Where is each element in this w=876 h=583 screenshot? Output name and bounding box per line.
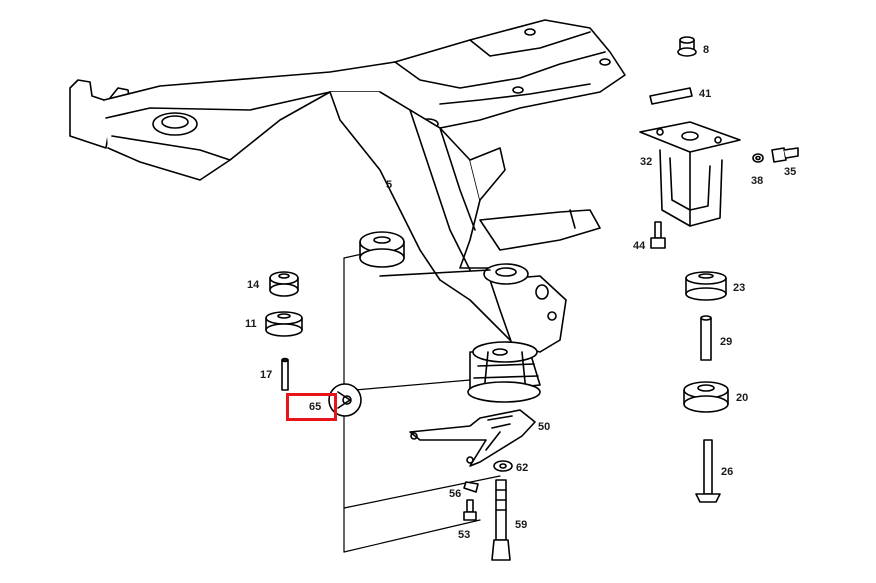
- callout-23[interactable]: 23: [733, 282, 746, 294]
- bolt-part-26[interactable]: [695, 439, 721, 503]
- bracket-part-32[interactable]: [639, 121, 741, 227]
- bolt-part-35[interactable]: [771, 147, 799, 163]
- strip-part-41[interactable]: [649, 87, 693, 105]
- callout-14[interactable]: 14: [247, 279, 260, 291]
- bolt-part-59[interactable]: [491, 479, 511, 561]
- upper-bushing[interactable]: [359, 231, 405, 268]
- callout-29[interactable]: 29: [720, 336, 733, 348]
- subframe-part[interactable]: [69, 19, 626, 353]
- callout-17[interactable]: 17: [260, 369, 273, 381]
- rubber-mount[interactable]: [467, 341, 541, 403]
- callout-5[interactable]: 5: [386, 179, 393, 191]
- bushing-part-14[interactable]: [269, 271, 299, 297]
- bolt-part-53[interactable]: [463, 499, 477, 521]
- clip-part-65[interactable]: [328, 383, 362, 417]
- callout-41[interactable]: 41: [699, 88, 712, 100]
- bolt-part-44[interactable]: [650, 221, 666, 249]
- plate-part-50[interactable]: [409, 409, 536, 467]
- clip-part-56[interactable]: [463, 481, 479, 493]
- callout-35[interactable]: 35: [784, 166, 797, 178]
- cap-part-8[interactable]: [677, 36, 697, 57]
- callout-38[interactable]: 38: [751, 175, 764, 187]
- callout-53[interactable]: 53: [458, 529, 471, 541]
- callout-26[interactable]: 26: [721, 466, 734, 478]
- leader-line-bushing: [379, 269, 491, 277]
- callout-8[interactable]: 8: [703, 44, 710, 56]
- bushing-part-11[interactable]: [265, 311, 303, 337]
- callout-20[interactable]: 20: [736, 392, 749, 404]
- callout-50[interactable]: 50: [538, 421, 551, 433]
- washer-part-38[interactable]: [752, 153, 764, 163]
- callout-59[interactable]: 59: [515, 519, 528, 531]
- sleeve-part-29[interactable]: [700, 315, 712, 361]
- callout-65[interactable]: 65: [309, 401, 322, 413]
- callout-44[interactable]: 44: [633, 240, 646, 252]
- pin-part-17[interactable]: [281, 357, 289, 391]
- bushing-part-20[interactable]: [683, 381, 729, 413]
- assembly-outline: [343, 253, 501, 553]
- bushing-part-23[interactable]: [685, 271, 727, 301]
- washer-part-62[interactable]: [493, 460, 513, 472]
- callout-32[interactable]: 32: [640, 156, 653, 168]
- callout-56[interactable]: 56: [449, 488, 462, 500]
- callout-11[interactable]: 11: [245, 318, 257, 330]
- callout-62[interactable]: 62: [516, 462, 529, 474]
